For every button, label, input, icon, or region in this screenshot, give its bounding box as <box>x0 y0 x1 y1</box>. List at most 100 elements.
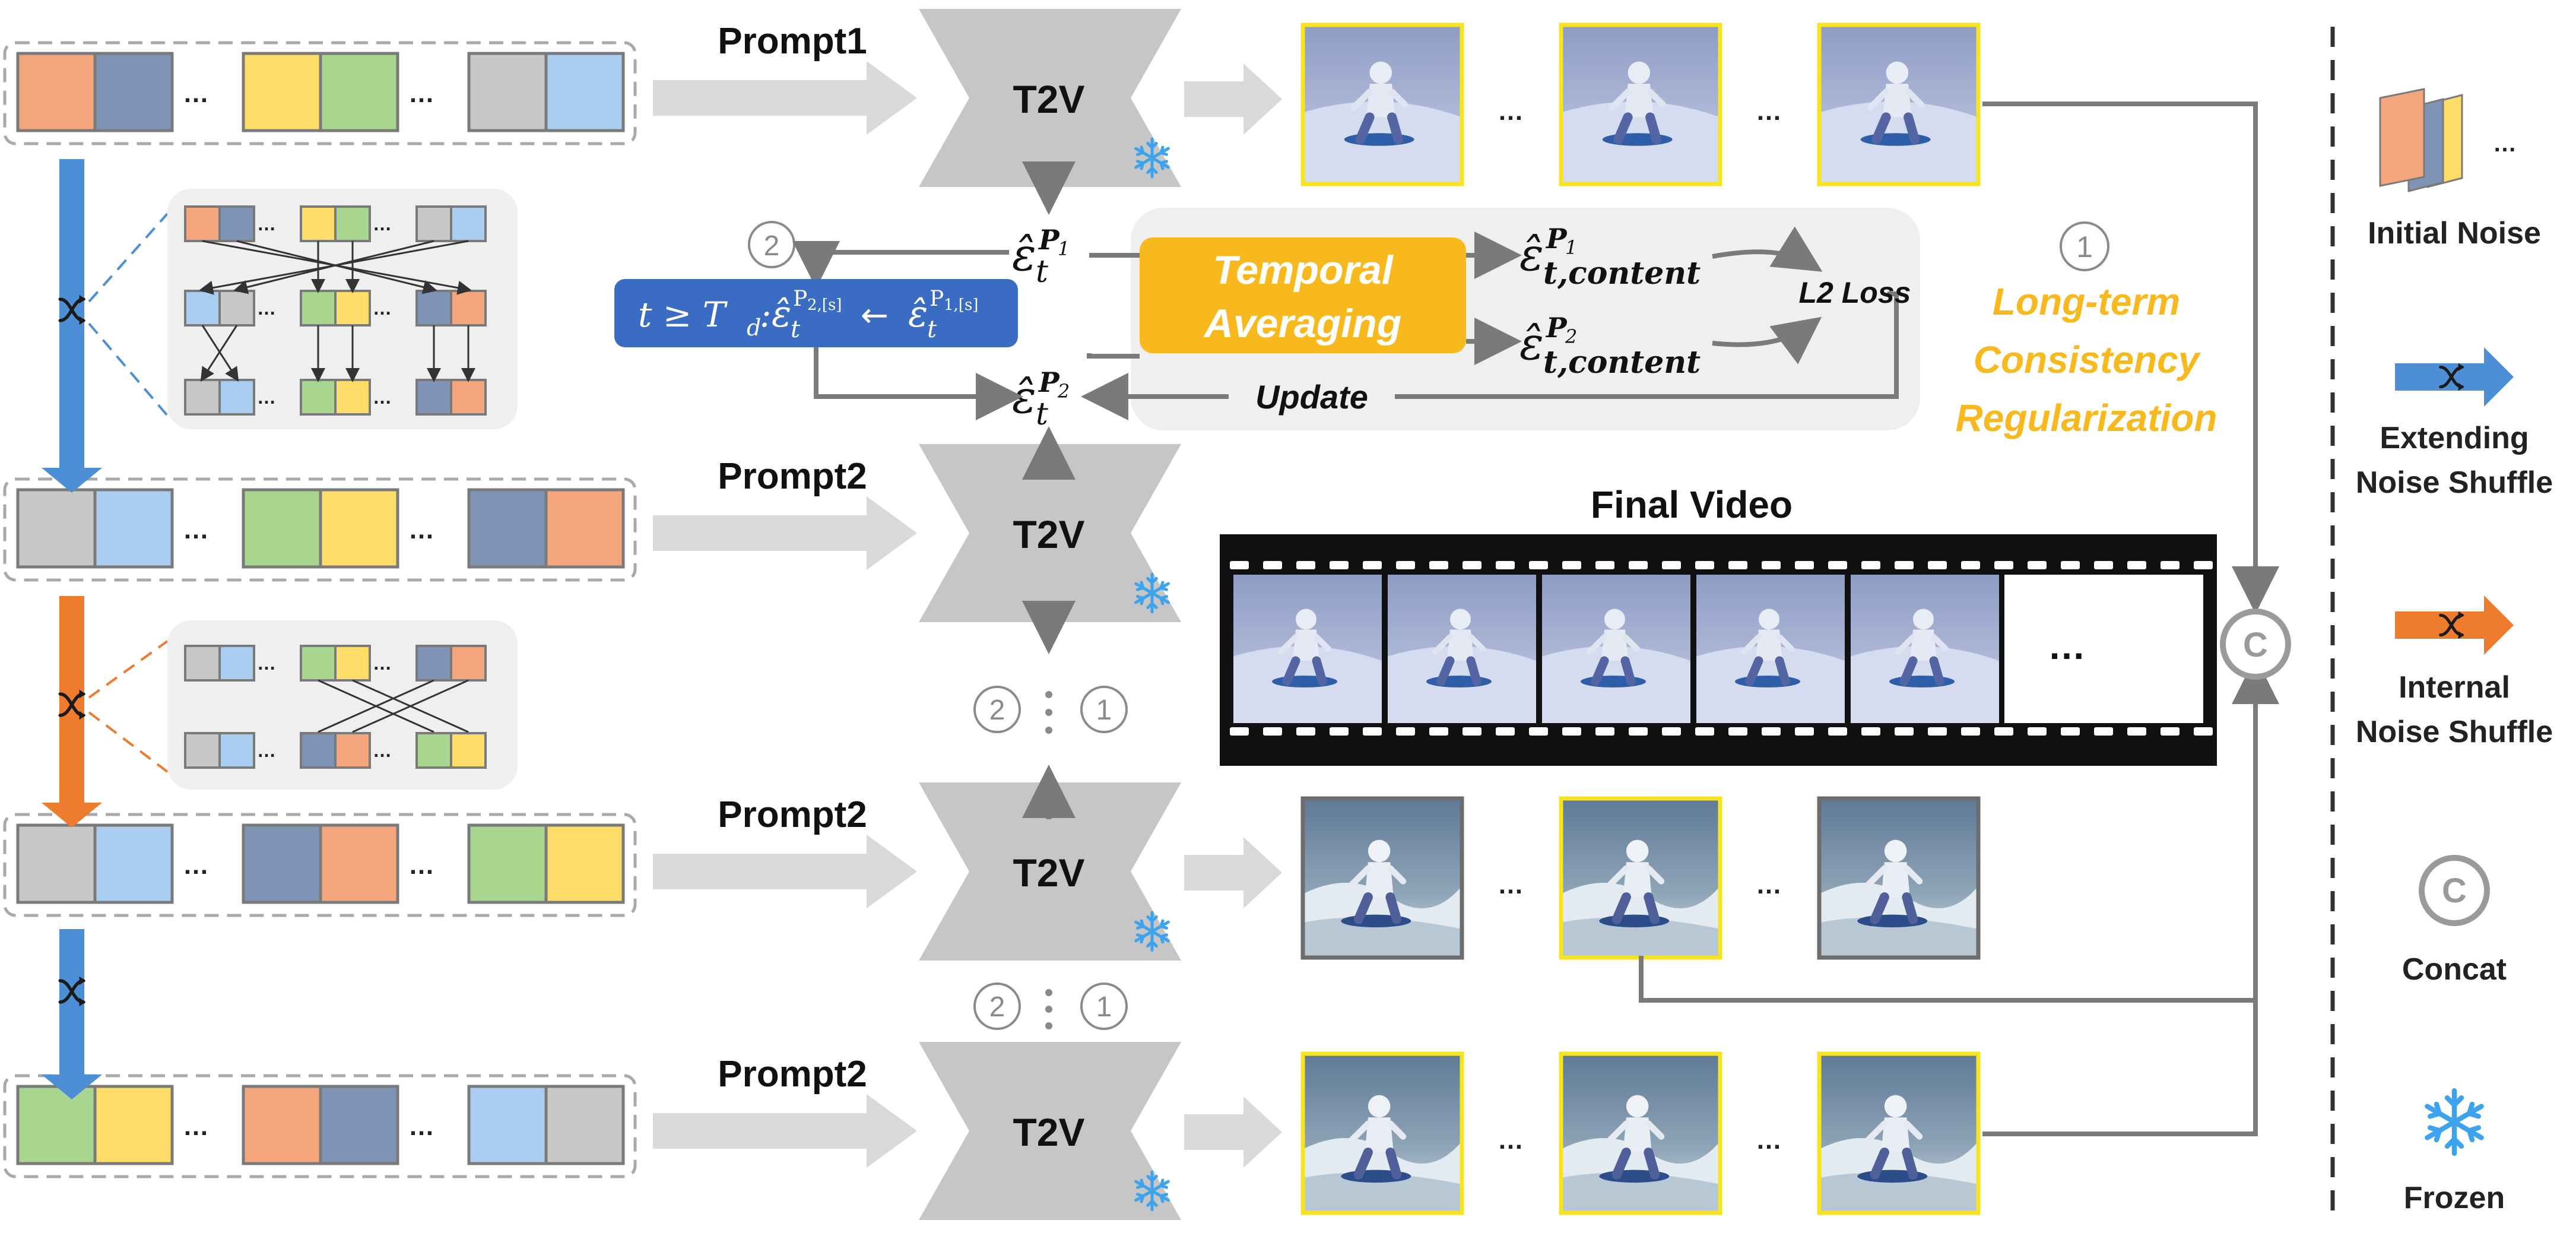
noise-cell <box>319 1085 399 1165</box>
frame-ellipsis: … <box>1498 870 1524 899</box>
noise-cell <box>242 488 322 569</box>
noise-row: …… <box>3 477 637 582</box>
svg-text:…: … <box>257 297 276 319</box>
frame-ellipsis: … <box>1498 1126 1524 1155</box>
svg-text:1: 1 <box>1565 236 1577 259</box>
extending-shuffle-detail: ……………… <box>88 189 518 429</box>
update-rule: 2 t ≥ T d : ε̂ t P 2,[s] ← ε̂ t P 1,[s] <box>614 221 1023 420</box>
legend-internal-line2: Noise Shuffle <box>2356 715 2553 749</box>
video-frame <box>1303 25 1462 184</box>
noise-ellipsis: … <box>408 851 434 880</box>
step-1-badge <box>2060 221 2109 271</box>
noise-rows: …………………… <box>3 41 637 1178</box>
legend-initial-noise-label: Initial Noise <box>2368 216 2541 251</box>
frame-row: …… <box>1300 23 1981 186</box>
video-frame <box>1819 798 1978 958</box>
svg-text:ε̂: ε̂ <box>1012 228 1036 281</box>
svg-text:…: … <box>373 297 392 319</box>
svg-text:2: 2 <box>1565 325 1577 348</box>
legend-concat: C Concat <box>2402 855 2507 987</box>
svg-text:1: 1 <box>2076 230 2093 264</box>
svg-text::: : <box>760 294 772 335</box>
film-ellipsis: … <box>2048 625 2086 667</box>
svg-text:t,content: t,content <box>1543 255 1701 291</box>
noise-ellipsis: … <box>183 79 209 108</box>
legend-extending-line1: Extending <box>2380 421 2529 455</box>
long-term-line3: Regularization <box>1956 397 2217 439</box>
noise-cell <box>93 488 174 569</box>
t2v-model <box>919 782 1181 961</box>
svg-text:P: P <box>1038 366 1060 398</box>
video-frame <box>1303 1054 1462 1213</box>
snowflake-icon <box>2427 1091 2481 1153</box>
internal-shuffle-arrow <box>42 596 102 828</box>
legend-extending-shuffle: Extending Noise Shuffle <box>2356 347 2553 500</box>
noise-cell <box>16 52 97 132</box>
update-rule-box <box>614 279 1018 347</box>
extending-shuffle-arrow-2 <box>42 929 102 1099</box>
noise-ellipsis: … <box>183 1112 209 1141</box>
consistency-panel: ε̂ t P 1 ε̂ t P 2 Temporal Averaging ε̂ … <box>1012 208 1920 432</box>
update-label: Update <box>1255 378 1368 416</box>
t2v-model <box>919 444 1181 622</box>
eps-t-p2: ε̂ t P 2 <box>1012 366 1070 432</box>
temporal-averaging-line1: Temporal <box>1213 248 1394 293</box>
svg-text:…: … <box>2493 131 2517 157</box>
video-frame <box>1561 1054 1720 1213</box>
temporal-averaging-line2: Averaging <box>1203 301 1402 346</box>
noise-cell <box>93 823 174 904</box>
legend-frozen-label: Frozen <box>2404 1181 2505 1215</box>
video-frame <box>1561 25 1720 184</box>
eps-content-p1: ε̂ t,content P 1 <box>1519 223 1701 291</box>
noise-ellipsis: … <box>183 851 209 880</box>
concat-icon <box>2419 855 2490 926</box>
svg-text:t: t <box>791 316 801 343</box>
final-video-title: Final Video <box>1591 483 1793 526</box>
svg-text:2: 2 <box>989 991 1005 1023</box>
noise-cell <box>16 1085 97 1165</box>
frame-ellipsis: … <box>1756 1126 1782 1155</box>
output-arrow <box>1184 64 1282 135</box>
svg-text:…: … <box>257 213 276 234</box>
t2v-label: T2V <box>1013 1110 1084 1154</box>
video-frame <box>1819 1054 1978 1213</box>
prompt-label: Prompt1 <box>718 21 867 62</box>
svg-text:t: t <box>1036 254 1048 290</box>
noise-cell <box>544 823 625 904</box>
noise-stack-icon: … <box>2379 88 2517 192</box>
svg-text:t,content: t,content <box>1543 344 1701 381</box>
legend-frozen: Frozen <box>2404 1091 2505 1215</box>
noise-cell <box>467 488 548 569</box>
final-video-frame <box>1388 575 1536 723</box>
svg-text:1: 1 <box>1058 237 1070 260</box>
frame-ellipsis: … <box>1498 97 1524 126</box>
noise-ellipsis: … <box>183 515 209 544</box>
svg-text:d: d <box>747 315 761 341</box>
t2v-label: T2V <box>1013 512 1084 556</box>
noise-ellipsis: … <box>408 515 434 544</box>
concat-connectors <box>1639 102 2279 1136</box>
legend-extending-line2: Noise Shuffle <box>2356 465 2553 500</box>
svg-text:ε̂: ε̂ <box>772 292 791 335</box>
frame-row: …… <box>1300 796 1981 960</box>
eps-t-p1: ε̂ t P 1 <box>1012 224 1070 290</box>
noise-cell <box>544 52 625 132</box>
svg-text:t: t <box>927 316 937 343</box>
long-term-consistency: 1 Long-term Consistency Regularization <box>1956 221 2217 439</box>
step-indicator-a: 2 1 <box>973 686 1128 734</box>
svg-text:P: P <box>793 287 807 311</box>
svg-text:t: t <box>1036 397 1048 432</box>
svg-text:P: P <box>1545 312 1568 344</box>
internal-shuffle-detail: ………… <box>88 620 518 790</box>
video-frame <box>1303 798 1462 958</box>
final-video: Final Video … <box>1220 483 2217 766</box>
noise-cell <box>544 488 625 569</box>
video-frame <box>1819 25 1978 184</box>
l2-loss-label: L2 Loss <box>1799 276 1911 309</box>
svg-text:2: 2 <box>1057 380 1070 403</box>
final-video-frame <box>1233 575 1382 723</box>
noise-cell <box>16 823 97 904</box>
extending-shuffle-arrow-icon <box>2395 347 2514 407</box>
svg-text:P: P <box>1038 224 1060 256</box>
